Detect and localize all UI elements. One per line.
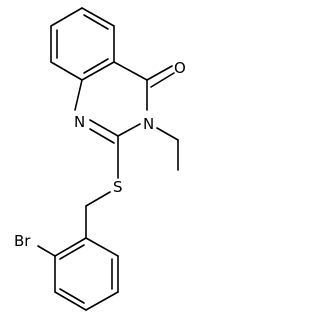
chemical-structure-drawing: O N N S Br (14, 7, 186, 311)
structure-canvas: O N N S Br (14, 7, 186, 311)
carbonyl-bond (146, 65, 173, 81)
bond (50, 7, 83, 27)
double-bond-inner (59, 288, 85, 304)
bond (89, 119, 119, 137)
bond (113, 61, 148, 81)
double-bond-inner (89, 128, 115, 144)
carbonyl-bond (150, 72, 175, 88)
bond (85, 191, 111, 207)
sulfur-atom-label: S (113, 178, 123, 196)
double-bond-inner (59, 244, 85, 260)
nitrogen-1-atom-label: N (74, 113, 85, 131)
bond (85, 291, 119, 311)
bond (117, 123, 141, 137)
oxygen-atom-label: O (174, 59, 186, 77)
double-bond-inner (83, 14, 109, 30)
bond (85, 237, 119, 257)
bond (37, 245, 56, 257)
bond (81, 7, 115, 27)
double-bond-inner (83, 58, 109, 74)
bromine-atom-label: Br (14, 232, 31, 250)
bond (81, 61, 115, 81)
bond (156, 127, 179, 141)
bond (54, 237, 87, 257)
bond (50, 61, 83, 81)
bond (54, 291, 87, 311)
bond (74, 79, 83, 111)
nitrogen-3-atom-label: N (143, 115, 154, 133)
